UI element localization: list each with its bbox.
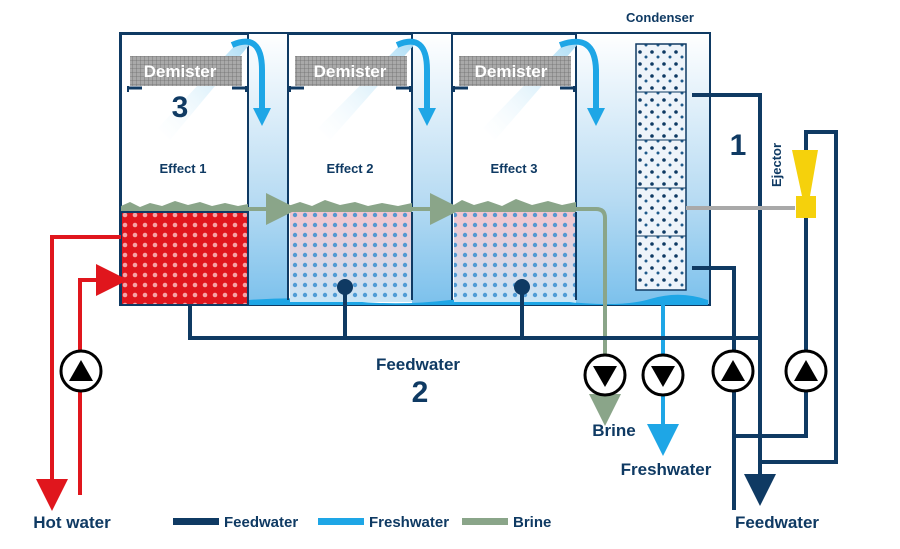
hot-water-inlet [78, 264, 128, 495]
demister-2-label: Demister [314, 62, 387, 81]
number-3: 3 [172, 91, 189, 124]
hot-water-label: Hot water [33, 513, 111, 532]
ejector [792, 150, 818, 218]
legend-label-freshwater: Freshwater [369, 514, 449, 531]
vapor-gap-1 [248, 34, 288, 304]
feedwater-inlet [692, 266, 736, 510]
feedwater-center-label: Feedwater [376, 355, 460, 374]
effect-3-label: Effect 3 [491, 161, 538, 176]
feedwater-pump-1 [711, 349, 755, 393]
number-2: 2 [412, 376, 429, 409]
demister-2 [295, 56, 407, 86]
legend: Feedwater Freshwater Brine [173, 514, 551, 531]
effect-1-tube-bundle [120, 211, 249, 306]
effect-2-label: Effect 2 [327, 161, 374, 176]
hot-water-outlet [36, 235, 121, 511]
feedwater-bottom-label: Feedwater [735, 513, 819, 532]
legend-label-brine: Brine [513, 514, 551, 531]
condenser-label: Condenser [626, 10, 694, 25]
brine-pipe [576, 207, 621, 426]
brine-surface-2 [288, 200, 412, 212]
legend-label-feedwater: Feedwater [224, 514, 298, 531]
brine-label: Brine [592, 421, 635, 440]
ejector-label: Ejector [769, 143, 784, 187]
hot-water-pump [59, 349, 103, 393]
vapor-gap-2 [412, 34, 452, 304]
vapor-arrow-1 [230, 38, 265, 112]
legend-swatch-feedwater [173, 518, 219, 525]
freshwater-label: Freshwater [621, 460, 712, 479]
demister-3-label: Demister [475, 62, 548, 81]
brine-surface-1 [121, 201, 248, 212]
vapor-arrow-2 [395, 38, 430, 112]
vapor-arrow-3 [558, 38, 599, 112]
freshwater-pump [641, 353, 685, 397]
demister-1 [130, 56, 242, 86]
demister-1-label: Demister [144, 62, 217, 81]
demister-3 [459, 56, 571, 86]
legend-swatch-brine [462, 518, 508, 525]
number-1: 1 [730, 129, 747, 162]
brine-surface-3 [452, 199, 576, 212]
legend-swatch-freshwater [318, 518, 364, 525]
brine-pump [583, 353, 627, 397]
condenser-bundle [635, 43, 687, 291]
feedwater-pump-2 [784, 349, 828, 393]
effect-1-label: Effect 1 [160, 161, 207, 176]
